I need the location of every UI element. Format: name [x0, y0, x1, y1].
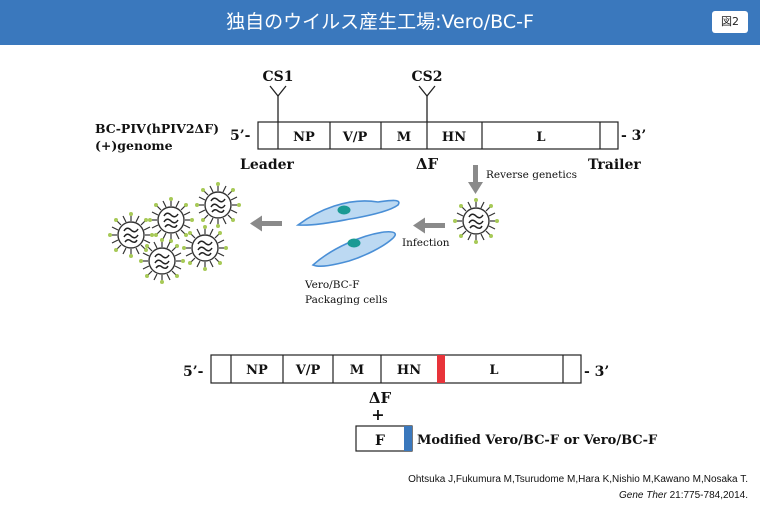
- cs2-marker: [418, 85, 436, 122]
- segment-hn: HN: [442, 130, 466, 145]
- virion-icon-1: [194, 181, 242, 229]
- bottom-segment-m: M: [350, 363, 364, 378]
- virion-icon-3: [107, 211, 155, 259]
- bottom-segment-vp: V/P: [295, 363, 321, 378]
- bottom-genome-bar: [210, 354, 582, 384]
- top-genome-bar: [257, 121, 619, 150]
- segment-l: L: [536, 130, 545, 145]
- cs1-label: CS1: [263, 69, 294, 85]
- segment-np: NP: [293, 130, 315, 145]
- output-arrow: [250, 215, 282, 232]
- segment-vp: V/P: [342, 130, 368, 145]
- genome-name-line1: BC-PIV(hPIV2ΔF): [95, 121, 219, 136]
- bottom-segment-l: L: [489, 363, 498, 378]
- citation-source: Gene Ther 21:775-784,2014.: [619, 490, 748, 501]
- five-prime-label: 5’-: [230, 128, 251, 144]
- reverse-genetics-label: Reverse genetics: [486, 169, 577, 181]
- plus-sign: +: [371, 405, 384, 424]
- red-marker: [437, 355, 445, 383]
- cs1-marker: [269, 85, 287, 122]
- leader-label: Leader: [240, 157, 295, 173]
- modified-cells-label: Modified Vero/BC-F or Vero/BC-F: [417, 433, 658, 448]
- genome-diagram: BC-PIV(hPIV2ΔF) (+)genome 5’- NP V/P M H…: [95, 69, 658, 452]
- cells-label-line1: Vero/BC-F: [304, 279, 360, 291]
- cells-label-line2: Packaging cells: [305, 294, 387, 306]
- infection-label: Infection: [402, 237, 450, 249]
- bottom-segment-np: NP: [246, 363, 268, 378]
- packaging-cells: [295, 199, 400, 268]
- genome-name-line2: (+)genome: [95, 138, 173, 153]
- reverse-genetics-arrow: [468, 165, 483, 194]
- bottom-delta-f-label: ΔF: [369, 389, 392, 407]
- cs2-label: CS2: [412, 69, 443, 85]
- bottom-five-prime-label: 5’-: [183, 364, 204, 380]
- virion-icon-2: [147, 196, 195, 244]
- f-gene-box: [355, 425, 413, 452]
- page-title: 独自のウイルス産生工場:Vero/BC-F: [226, 11, 534, 33]
- citation-authors: Ohtsuka J,Fukumura M,Tsurudome M,Hara K,…: [408, 474, 748, 485]
- infection-arrow: [413, 217, 445, 234]
- citation-details: 21:775-784,2014.: [666, 490, 748, 501]
- figure-badge: 図2: [712, 11, 748, 33]
- virion-cluster: [107, 181, 242, 285]
- delta-f-label: ΔF: [416, 155, 439, 173]
- bottom-segment-hn: HN: [397, 363, 421, 378]
- virion-icon-4: [181, 224, 229, 272]
- trailer-label: Trailer: [588, 157, 641, 173]
- bottom-three-prime-label: - 3’: [584, 364, 609, 380]
- citation-journal: Gene Ther: [619, 490, 667, 501]
- three-prime-label: - 3’: [621, 128, 646, 144]
- virion-icon: [452, 197, 500, 245]
- virion-icon-5: [138, 237, 186, 285]
- f-gene-label: F: [375, 433, 385, 449]
- header-bar: [0, 0, 760, 45]
- segment-m: M: [397, 130, 411, 145]
